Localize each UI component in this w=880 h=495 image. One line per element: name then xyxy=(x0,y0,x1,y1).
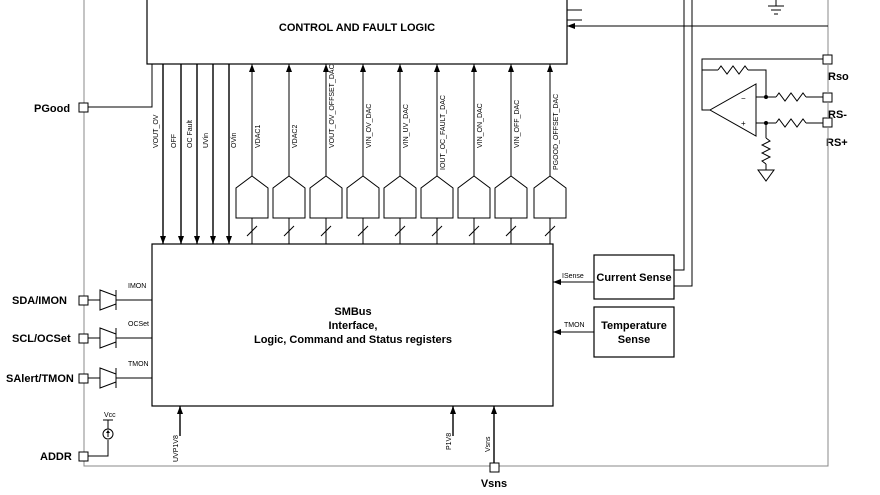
rso-wire xyxy=(701,58,823,111)
current-sense-vertical-a xyxy=(674,0,685,271)
current-sense-vertical-b xyxy=(674,0,693,287)
addr-pad xyxy=(78,451,89,462)
smbus-label-line2: Interface, xyxy=(329,320,378,332)
vsns-arrow xyxy=(491,406,497,414)
scl-pin-label: SCL/OCSet xyxy=(12,333,71,345)
tmon-buffer-label: TMON xyxy=(128,361,149,368)
sda-pad xyxy=(78,295,89,306)
vsns-pad xyxy=(489,462,500,473)
salert-pad xyxy=(78,373,89,384)
smbus-label-line3: Logic, Command and Status registers xyxy=(254,334,452,346)
pgood-pin-label: PGood xyxy=(34,103,70,115)
uvp1v8-label: UVP1V8 xyxy=(173,435,180,462)
p1v8-label: P1V8 xyxy=(446,433,453,450)
vsns-inner-label: Vsns xyxy=(485,436,492,452)
rs-minus-pin-label: RS- xyxy=(828,109,847,121)
temperature-sense-label-2: Sense xyxy=(618,334,650,346)
signal-off: OFF xyxy=(171,134,178,148)
feedback-wire xyxy=(702,69,767,98)
rs-minus-resistor-icon xyxy=(775,92,807,102)
signal-uvin: UVin xyxy=(203,133,210,148)
addr-vcc-label: Vcc xyxy=(104,412,116,419)
dac-vdac1-label: VDAC1 xyxy=(255,125,262,148)
dac-vin-on-label: VIN_ON_DAC xyxy=(477,103,484,148)
sda-buffer-icon xyxy=(99,289,117,311)
smbus-block xyxy=(151,243,554,407)
dac-columns: VDAC1 VDAC2 VOUT_OV_OFFSET_DAC VIN_OV_DA… xyxy=(235,64,567,244)
uvp1v8-arrow xyxy=(177,406,183,414)
fault-signals: VOUT_OV OFF OC Fault UVin OVin xyxy=(153,64,238,244)
isense-arrow xyxy=(553,279,561,285)
tmon-sense-label: TMON xyxy=(564,322,585,329)
scl-pad xyxy=(78,333,89,344)
p1v8-arrow xyxy=(450,406,456,414)
dac-vout-ov-offset-label: VOUT_OV_OFFSET_DAC xyxy=(329,64,336,148)
addr-pin-label: ADDR xyxy=(40,451,72,463)
pgood-pad xyxy=(78,102,89,113)
current-source-icon xyxy=(102,419,114,440)
dac-vin-off-label: VIN_OFF_DAC xyxy=(514,100,521,148)
temperature-sense-block xyxy=(593,306,675,358)
current-sense-label: Current Sense xyxy=(596,272,671,284)
ocset-label: OCSet xyxy=(128,321,149,328)
opamp-icon xyxy=(708,83,757,137)
rs-plus-pad xyxy=(822,117,833,128)
rs-minus-node xyxy=(764,95,768,99)
control-feedback-line-2 xyxy=(567,9,582,21)
signal-vout-ov: VOUT_OV xyxy=(153,114,160,148)
scl-buffer-icon xyxy=(99,327,117,349)
opamp-minus-sign: − xyxy=(741,94,746,103)
ground-icon xyxy=(768,0,784,15)
rso-pin-label: Rso xyxy=(828,71,849,83)
rs-plus-pin-label: RS+ xyxy=(826,137,848,149)
feedback-resistor-icon xyxy=(717,65,749,75)
rs-plus-resistor-icon xyxy=(775,118,807,128)
control-fault-logic-block xyxy=(146,0,568,65)
sda-pin-label: SDA/IMON xyxy=(12,295,67,307)
vsns-pin-label: Vsns xyxy=(481,478,507,490)
ground-resistor-icon xyxy=(760,137,772,165)
isense-label: ISense xyxy=(562,273,584,280)
temperature-sense-label-1: Temperature xyxy=(601,320,667,332)
imon-label: IMON xyxy=(128,283,146,290)
dac-iout-oc-fault-label: IOUT_OC_FAULT_DAC xyxy=(440,95,447,170)
addr-line xyxy=(88,440,109,457)
current-sense-block xyxy=(593,254,675,300)
control-feedback-arrow xyxy=(567,23,575,29)
dac-vin-ov-label: VIN_OV_DAC xyxy=(366,104,373,148)
rs-minus-pad xyxy=(822,92,833,103)
control-fault-logic-label: CONTROL AND FAULT LOGIC xyxy=(279,22,435,34)
dac-vin-uv-label: VIN_UV_DAC xyxy=(403,104,410,148)
pgood-line xyxy=(88,64,153,108)
salert-buffer-icon xyxy=(99,367,117,389)
rso-pad xyxy=(822,54,833,65)
dac-pgood-offset-label: PGOOD_OFFSET_DAC xyxy=(553,94,560,170)
salert-pin-label: SAlert/TMON xyxy=(6,373,74,385)
dac-vdac2-label: VDAC2 xyxy=(292,125,299,148)
opamp-plus-sign: + xyxy=(741,119,746,128)
signal-oc-fault: OC Fault xyxy=(187,120,194,148)
tmon-arrow xyxy=(553,329,561,335)
ground-triangle-icon xyxy=(757,169,775,182)
smbus-label-line1: SMBus xyxy=(334,306,371,318)
signal-ovin: OVin xyxy=(231,132,238,148)
